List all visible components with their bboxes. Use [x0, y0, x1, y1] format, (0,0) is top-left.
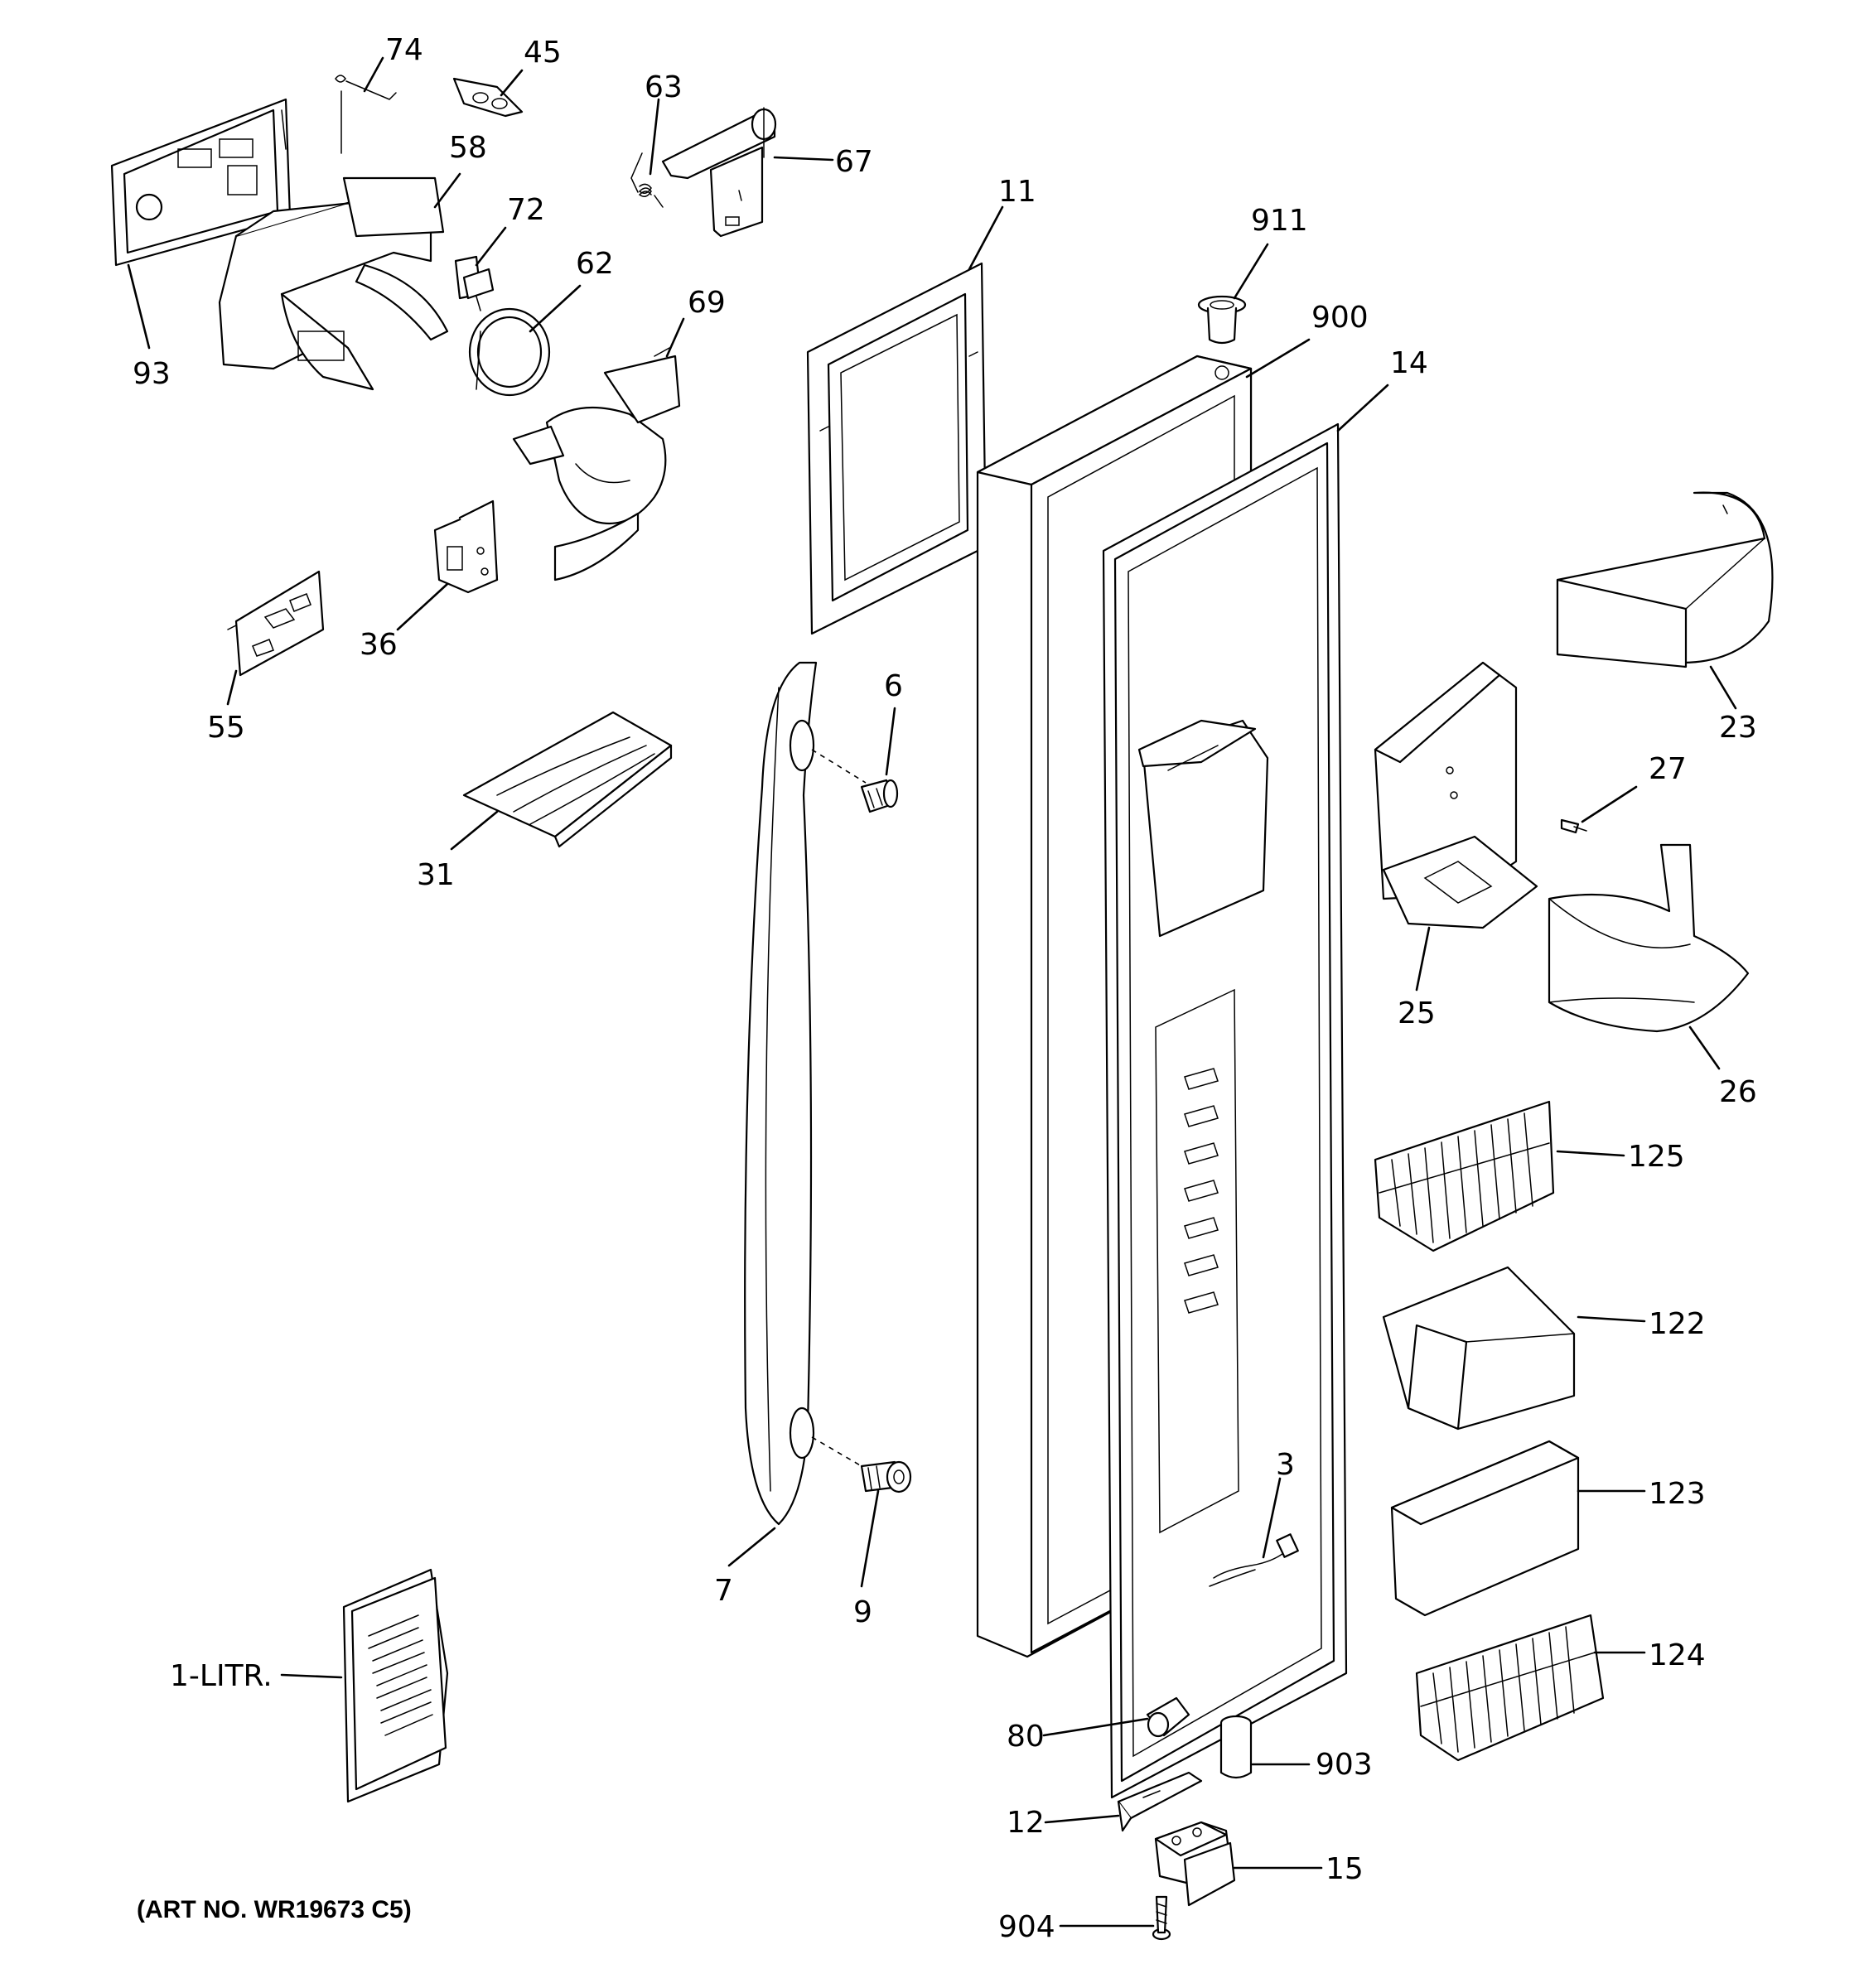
callout-23: 23: [1719, 711, 1757, 745]
callout-labels: 74 45 63 67 58 72 62 69 93 11 911 900 14…: [133, 33, 1757, 1944]
callout-72: 72: [507, 193, 545, 227]
part-23-bin-cover: [1556, 491, 1774, 668]
part-14-gasket: [1102, 422, 1348, 1799]
part-62-ring: [468, 307, 551, 397]
part-3-wire-harness: [1209, 1533, 1299, 1587]
callout-9: 9: [853, 1595, 872, 1629]
part-123-door-bin: [1390, 1440, 1580, 1617]
part-literature: [342, 1568, 449, 1803]
part-74-spring: [335, 75, 397, 154]
callout-67: 67: [835, 145, 873, 179]
part-36-latch: [433, 499, 499, 594]
callout-1-litr: 1-LITR.: [170, 1659, 273, 1693]
callout-904: 904: [998, 1910, 1055, 1944]
part-11-dispenser-frame: [806, 262, 988, 635]
part-125-basket: [1374, 1100, 1555, 1252]
art-number: (ART NO. WR19673 C5): [137, 1896, 412, 1923]
callout-125: 125: [1628, 1140, 1685, 1174]
part-25-module: [1374, 661, 1538, 929]
part-69-funnel: [512, 347, 681, 581]
part-67-hinge-arm: [661, 107, 777, 238]
callout-26: 26: [1719, 1075, 1757, 1109]
part-58-chute-housing: [218, 176, 449, 391]
callout-58: 58: [449, 131, 487, 165]
callout-124: 124: [1649, 1638, 1706, 1672]
callout-80: 80: [1007, 1720, 1045, 1754]
callout-11: 11: [998, 175, 1036, 209]
part-122-door-bin: [1382, 1266, 1576, 1431]
callout-900: 900: [1311, 301, 1369, 335]
part-7-handle: [744, 661, 867, 1526]
part-31-drip-grille: [462, 711, 673, 848]
part-6-stud: [860, 779, 899, 813]
callout-122: 122: [1649, 1307, 1706, 1341]
callout-15: 15: [1326, 1852, 1364, 1886]
callout-31: 31: [417, 858, 455, 892]
callout-123: 123: [1649, 1477, 1706, 1511]
part-45-bracket: [452, 77, 524, 118]
callout-93: 93: [133, 357, 171, 391]
callout-69: 69: [688, 286, 726, 320]
part-63-torsion-spring: [630, 152, 664, 208]
part-93-control-panel: [110, 98, 292, 267]
callout-25: 25: [1398, 996, 1436, 1030]
callout-903: 903: [1316, 1748, 1373, 1782]
part-903-bushing: [1219, 1715, 1253, 1779]
part-26-drip-shroud: [1548, 843, 1750, 1033]
callout-45: 45: [524, 36, 562, 70]
callout-62: 62: [576, 247, 614, 281]
part-12-hinge-bracket: [1117, 1771, 1203, 1832]
callout-14: 14: [1390, 346, 1428, 380]
callout-12: 12: [1007, 1806, 1045, 1840]
part-27-screw: [1560, 818, 1587, 834]
callout-911: 911: [1251, 204, 1308, 238]
callout-36: 36: [360, 628, 398, 662]
leader-lines: [127, 56, 1737, 1928]
part-911-bushing: [1197, 295, 1247, 345]
part-124-basket: [1415, 1614, 1605, 1762]
callout-74: 74: [385, 33, 423, 67]
part-904-screw: [1152, 1895, 1171, 1941]
callout-55: 55: [207, 711, 245, 745]
part-55-board: [227, 570, 325, 677]
part-15-hinge: [1154, 1821, 1236, 1907]
part-72-switch: [454, 255, 495, 311]
callout-6: 6: [884, 669, 903, 703]
part-80-plug: [1146, 1696, 1190, 1738]
callout-3: 3: [1276, 1448, 1295, 1482]
part-9-stud: [860, 1460, 912, 1493]
callout-7: 7: [714, 1574, 733, 1608]
callout-63: 63: [645, 70, 683, 104]
callout-27: 27: [1649, 752, 1687, 786]
